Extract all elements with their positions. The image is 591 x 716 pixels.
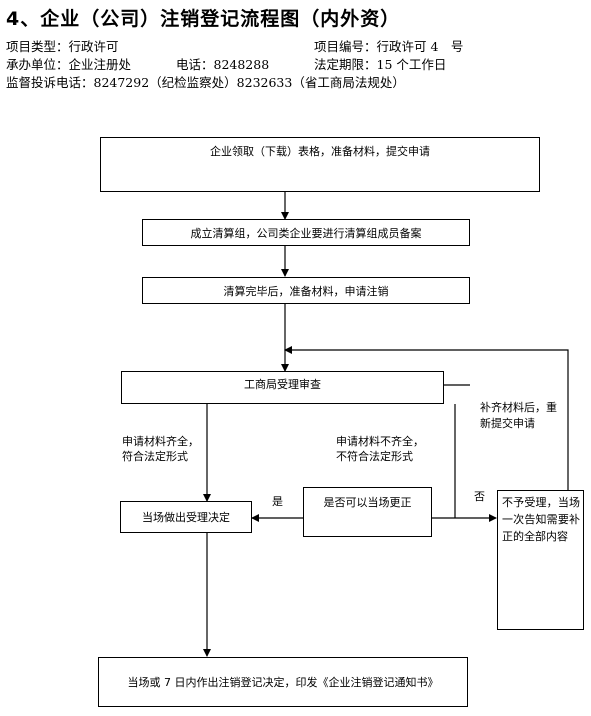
final-decision-box: 当场或 7 日内作出注销登记决定，印发《企业注销登记通知书》 bbox=[98, 657, 468, 707]
step-apply-deregistration: 清算完毕后，准备材料，申请注销 bbox=[142, 277, 470, 304]
reject-box: 不予受理，当场一次告知需要补正的全部内容 bbox=[497, 490, 584, 630]
step-liquidation-group-label: 成立清算组，公司类企业要进行清算组成员备案 bbox=[190, 226, 422, 240]
label-materials-complete-line1: 申请材料齐全， bbox=[122, 435, 199, 448]
handling-unit: 承办单位：企业注册处 bbox=[6, 57, 132, 72]
step-review: 工商局受理审查 bbox=[121, 371, 444, 404]
label-resubmit: 补齐材料后，重 新提交申请 bbox=[480, 400, 557, 432]
final-decision-label: 当场或 7 日内作出注销登记决定，印发《企业注销登记通知书》 bbox=[127, 676, 439, 689]
step-review-label: 工商局受理审查 bbox=[244, 378, 321, 391]
step-liquidation-group: 成立清算组，公司类企业要进行清算组成员备案 bbox=[142, 219, 470, 246]
arrow-resubmit-loop bbox=[284, 346, 569, 490]
phone: 电话：8248288 bbox=[176, 57, 270, 72]
label-materials-incomplete-line1: 申请材料不齐全， bbox=[336, 435, 424, 448]
step-submit-application: 企业领取（下载）表格，准备材料，提交申请 bbox=[100, 137, 540, 192]
decision-can-correct-label: 是否可以当场更正 bbox=[323, 496, 412, 509]
label-materials-incomplete-line2: 不符合法定形式 bbox=[336, 450, 413, 463]
step-submit-application-label: 企业领取（下载）表格，准备材料，提交申请 bbox=[210, 145, 430, 158]
accept-decision-box: 当场做出受理决定 bbox=[120, 501, 252, 533]
label-yes: 是 bbox=[272, 495, 283, 508]
project-type: 项目类型：行政许可 bbox=[6, 39, 119, 54]
step-apply-deregistration-label: 清算完毕后，准备材料，申请注销 bbox=[223, 284, 389, 298]
project-number: 项目编号：行政许可 4 号 bbox=[314, 39, 464, 54]
label-materials-incomplete: 申请材料不齐全， 不符合法定形式 bbox=[336, 434, 424, 464]
label-resubmit-line2: 新提交申请 bbox=[480, 417, 535, 430]
accept-decision-label: 当场做出受理决定 bbox=[142, 511, 230, 524]
label-materials-complete: 申请材料齐全， 符合法定形式 bbox=[122, 434, 199, 464]
legal-time-limit: 法定期限：15 个工作日 bbox=[314, 57, 447, 72]
label-no: 否 bbox=[474, 490, 485, 503]
reject-label: 不予受理，当场一次告知需要补正的全部内容 bbox=[502, 496, 580, 543]
page-title: 4、企业（公司）注销登记流程图（内外资） bbox=[6, 8, 401, 30]
complaint-phone: 监督投诉电话：8247292（纪检监察处）8232633（省工商局法规处） bbox=[6, 75, 405, 90]
label-resubmit-line1: 补齐材料后，重 bbox=[480, 401, 557, 414]
label-materials-complete-line2: 符合法定形式 bbox=[122, 450, 188, 463]
decision-can-correct: 是否可以当场更正 bbox=[303, 487, 432, 537]
